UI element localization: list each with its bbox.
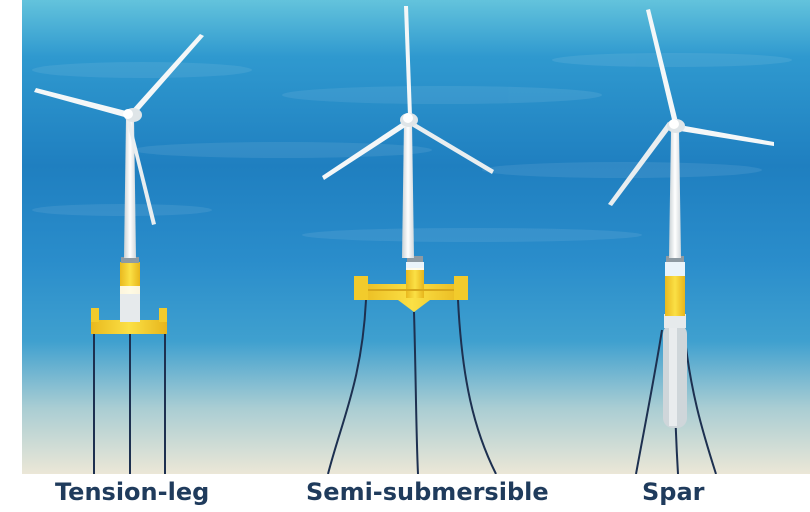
tension-leg-turbine — [34, 34, 204, 474]
wind-turbine-icon — [34, 34, 204, 225]
wind-turbine-icon — [608, 9, 774, 206]
semi-submersible-caption: Semi-submersible — [306, 478, 549, 506]
offshore-scene — [22, 0, 810, 474]
spar-turbine — [608, 9, 774, 474]
tension-leg-tower — [124, 118, 136, 258]
spar-tower — [669, 130, 681, 258]
semi-submersible-platform — [354, 256, 468, 312]
tension-leg-platform — [91, 257, 167, 334]
tension-leg-caption: Tension-leg — [55, 478, 210, 506]
captions-row: Tension-leg Semi-submersible Spar — [0, 474, 810, 512]
semi-submersible-mooring-lines — [327, 299, 497, 474]
wind-turbine-icon — [322, 6, 494, 180]
semi-submersible-turbine — [322, 6, 497, 474]
wave-texture — [32, 53, 792, 242]
spar-platform — [663, 256, 687, 428]
spar-caption: Spar — [642, 478, 705, 506]
semi-submersible-tower — [402, 122, 414, 258]
tension-leg-mooring-lines — [93, 334, 166, 474]
